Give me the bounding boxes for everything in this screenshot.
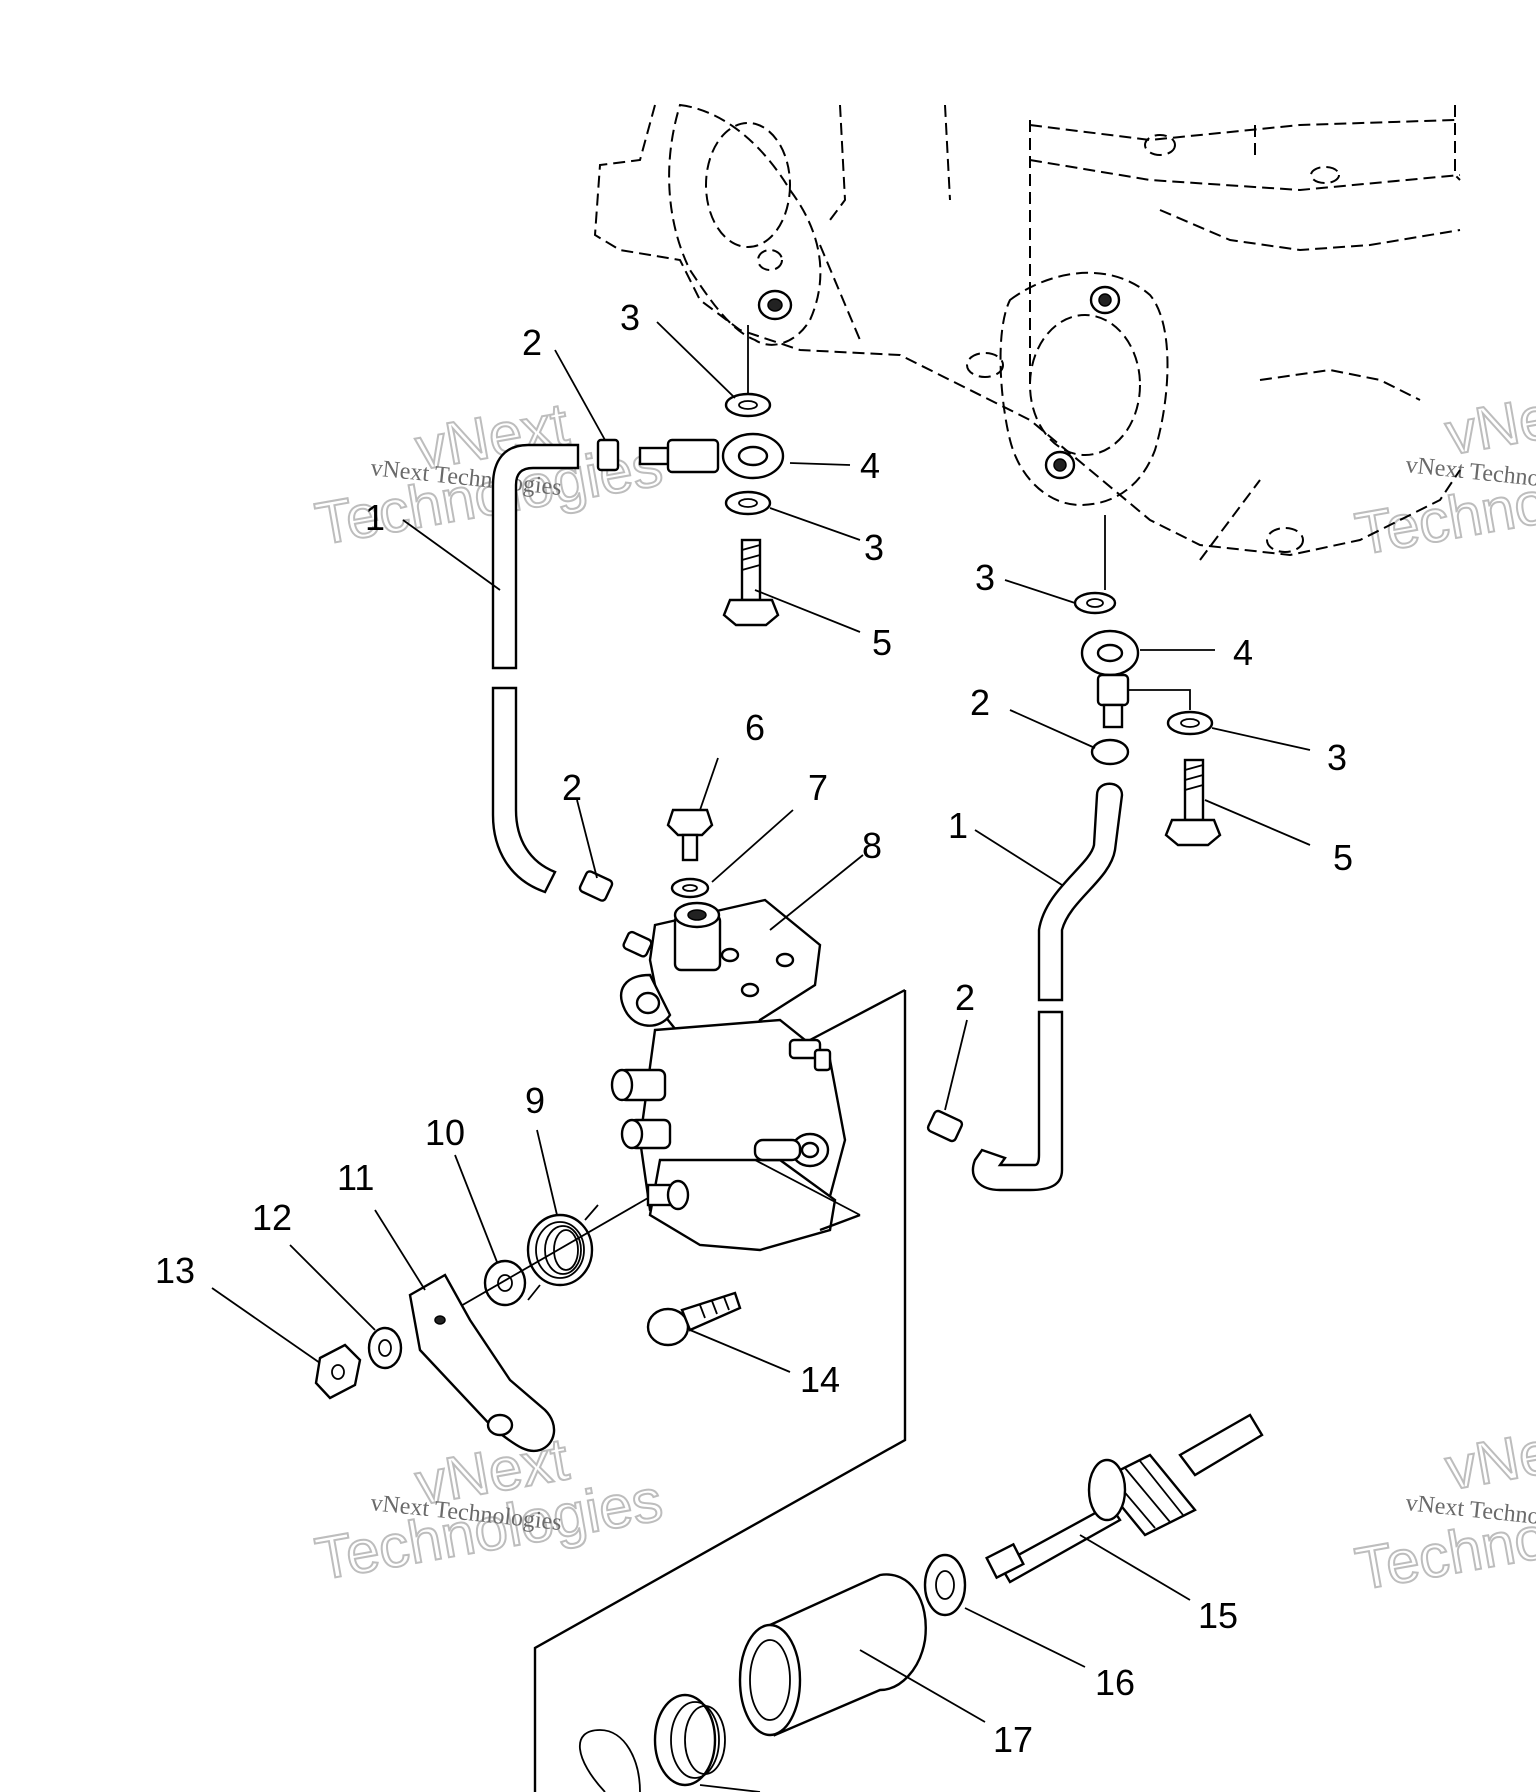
- callout-thrust-washer: 16: [1095, 1662, 1135, 1703]
- callout-nut: 13: [155, 1250, 195, 1291]
- clamp-right-bottom: [926, 1109, 964, 1143]
- hose-left-lower: [491, 686, 557, 894]
- clamp-left-bottom: [578, 870, 614, 902]
- hose-left-upper: [491, 443, 580, 670]
- callout-bolt-right: 5: [1333, 837, 1353, 878]
- callout-hose-left: 1: [365, 497, 385, 538]
- callout-clamp-left-bottom: 2: [562, 767, 582, 808]
- pump-bolt: [646, 1291, 742, 1347]
- washer-right-b: [1166, 710, 1214, 736]
- callout-washer-right-a: 3: [975, 557, 995, 598]
- callout-bushing: 17: [993, 1719, 1033, 1760]
- lock-washer: [367, 1326, 403, 1370]
- callout-washer-right-b: 3: [1327, 737, 1347, 778]
- return-spring: [526, 1204, 599, 1301]
- callout-spring: 9: [525, 1080, 545, 1121]
- engine-cylinder-outline: [593, 104, 1461, 561]
- watermark-word-top: vNext: [1441, 1410, 1536, 1503]
- pump-lever: [408, 1273, 556, 1453]
- callout-drive-gear-shaft: 15: [1198, 1595, 1238, 1636]
- bushing: [738, 1573, 927, 1737]
- bleed-screw: [666, 808, 714, 862]
- callout-bolt-left: 5: [872, 622, 892, 663]
- callout-bleed-screw: 6: [745, 707, 765, 748]
- washer-right-a: [1073, 591, 1117, 615]
- thrust-washer: [923, 1553, 967, 1617]
- callout-lock-washer: 12: [252, 1197, 292, 1238]
- callout-clamp-left-top: 2: [522, 322, 542, 363]
- hose-right-upper: [1037, 782, 1124, 1002]
- callout-bleed-washer: 7: [808, 767, 828, 808]
- nut: [314, 1343, 362, 1400]
- clamp-left-top: [596, 438, 620, 472]
- banjo-bolt-right: [1164, 758, 1222, 847]
- callout-washer-left-b: 3: [864, 527, 884, 568]
- bleed-washer: [670, 877, 710, 899]
- banjo-fitting-right: [1080, 629, 1140, 729]
- watermark-word-top: vNext: [1441, 375, 1536, 468]
- hose-right-lower: [971, 1010, 1064, 1192]
- callout-banjo-right: 4: [1233, 632, 1253, 673]
- o-ring: [578, 1729, 641, 1792]
- leader-lines: [211, 321, 1311, 1792]
- washer-left-a: [724, 392, 772, 418]
- drive-gear-shaft: [985, 1413, 1264, 1584]
- callout-washer-10: 10: [425, 1112, 465, 1153]
- callout-clamp-right-top: 2: [970, 682, 990, 723]
- oil-pump-body: [610, 898, 847, 1252]
- callout-labels: 1 2 3 4 3 5 3 4 2 3 5 1 2 6 7 8 2 9 10 1…: [155, 297, 1353, 1760]
- callout-clamp-right-bottom: 2: [955, 977, 975, 1018]
- clamp-right-top: [1090, 738, 1130, 766]
- washer-10: [483, 1259, 527, 1307]
- callout-washer-left-a: 3: [620, 297, 640, 338]
- exhaust-flange-right: [999, 271, 1169, 507]
- callout-hose-right: 1: [948, 805, 968, 846]
- callout-pump-lever: 11: [337, 1157, 374, 1198]
- washer-left-b: [724, 490, 772, 516]
- callout-pump-bolt: 14: [800, 1359, 840, 1400]
- seal-spring: [653, 1693, 726, 1787]
- banjo-fitting-left: [638, 432, 785, 480]
- banjo-bolt-left: [722, 538, 780, 627]
- callout-banjo-left: 4: [860, 445, 880, 486]
- callout-oil-pump: 8: [862, 825, 882, 866]
- exhaust-flange-left: [668, 103, 822, 346]
